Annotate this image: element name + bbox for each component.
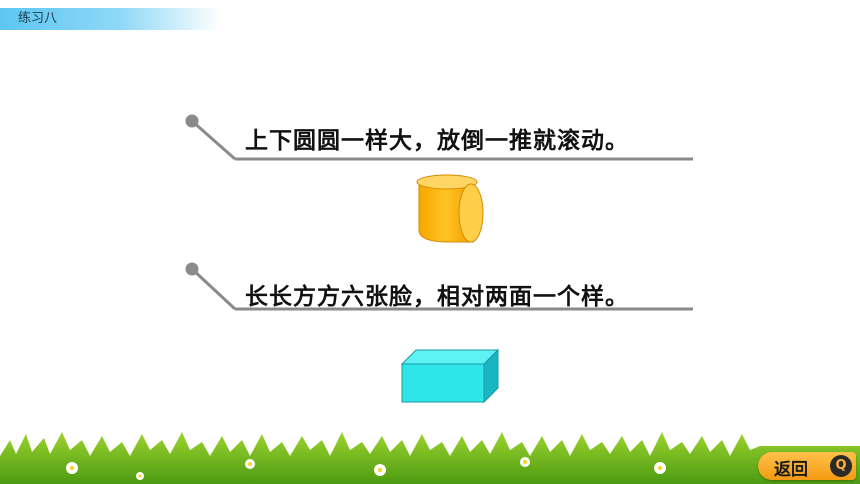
cuboid-icon: [400, 348, 500, 404]
grass-decoration: [0, 432, 860, 484]
back-button[interactable]: 返回 Q: [758, 452, 856, 480]
back-search-icon: Q: [830, 455, 852, 477]
page-title: 练习八: [18, 11, 58, 26]
back-button-label: 返回: [774, 460, 808, 480]
title-bar: [0, 8, 220, 30]
riddle-2-text: 长长方方六张脸，相对两面一个样。: [245, 284, 629, 310]
cylinder-icon: [416, 174, 484, 243]
riddle-1-text: 上下圆圆一样大，放倒一推就滚动。: [245, 128, 629, 154]
